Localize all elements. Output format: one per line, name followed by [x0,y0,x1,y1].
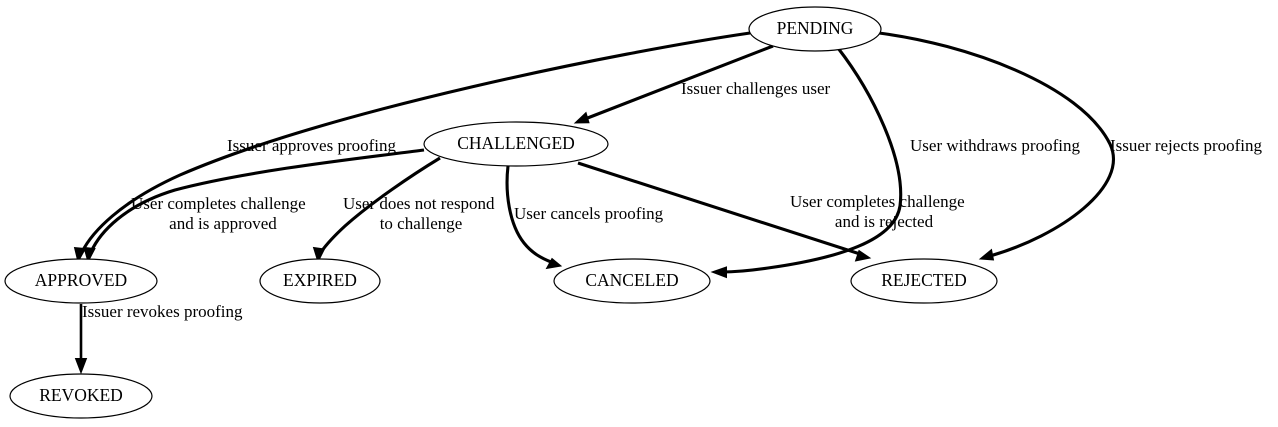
edge-path-pending-rejected [878,31,1115,258]
node-ellipse-expired[interactable] [259,258,381,304]
edge-label-approved-revoked: Issuer revokes proofing [82,302,243,321]
edge-pending-approved [73,31,751,264]
arrowhead-challenged-expired [312,246,326,264]
node-ellipse-approved[interactable] [4,258,158,304]
node-challenged[interactable]: CHALLENGED [423,121,609,167]
node-canceled[interactable]: CANCELED [553,258,711,304]
node-ellipse-rejected[interactable] [850,258,998,304]
edge-label-challenged-approved-line1: User completes challenge [131,194,306,213]
edge-label-challenged-approved-line2: and is approved [169,214,277,233]
node-pending[interactable]: PENDING [748,6,882,52]
edge-challenged-expired [312,156,441,264]
node-revoked[interactable]: REVOKED [9,373,153,419]
edge-label-challenged-rejected-line1: User completes challenge [790,192,965,211]
node-label-rejected: REJECTED [881,270,967,290]
edge-label-challenged-rejected: User completes challenge and is rejected [790,192,965,231]
node-approved[interactable]: APPROVED [4,258,158,304]
edge-pending-canceled [710,47,903,279]
edge-approved-revoked [74,304,88,375]
edge-label-challenged-expired-line1: User does not respond [343,194,495,213]
edge-label-pending-challenged: Issuer challenges user [681,79,831,98]
edge-path-challenged-approved [89,148,425,253]
edge-path-challenged-expired [319,156,441,253]
edge-label-challenged-canceled: User cancels proofing [514,204,664,223]
edge-path-pending-challenged [584,44,774,121]
node-ellipse-revoked[interactable] [9,373,153,419]
edge-challenged-canceled [505,165,563,270]
edge-pending-challenged [573,44,774,124]
edge-label-pending-approved: Issuer approves proofing [227,136,397,155]
edge-pending-rejected [878,31,1115,261]
edge-challenged-rejected [577,161,872,262]
node-label-pending: PENDING [777,18,854,38]
node-ellipse-canceled[interactable] [553,258,711,304]
arrowhead-pending-canceled [710,266,727,279]
node-rejected[interactable]: REJECTED [850,258,998,304]
arrowhead-approved-revoked [74,358,88,375]
edge-label-pending-rejected: Issuer rejects proofing [1110,136,1263,155]
edge-label-challenged-expired-line2: to challenge [380,214,463,233]
node-ellipse-challenged[interactable] [423,121,609,167]
node-expired[interactable]: EXPIRED [259,258,381,304]
edge-challenged-approved [83,148,425,264]
edge-path-challenged-rejected [577,161,861,256]
node-label-revoked: REVOKED [39,385,123,405]
edge-label-challenged-expired: User does not respond to challenge [343,194,495,233]
arrowhead-pending-challenged [573,111,590,124]
edge-path-pending-approved [80,31,751,253]
edge-path-pending-canceled [721,47,903,274]
arrowhead-challenged-rejected [854,249,872,262]
edge-label-pending-canceled: User withdraws proofing [910,136,1080,155]
node-ellipse-pending[interactable] [748,6,882,52]
arrowhead-challenged-canceled [545,257,563,270]
arrowhead-challenged-approved [83,246,96,264]
node-label-expired: EXPIRED [283,270,357,290]
edge-label-challenged-approved: User completes challenge and is approved [131,194,306,233]
arrowhead-pending-approved [73,246,87,264]
arrowhead-pending-rejected [978,248,995,261]
node-label-canceled: CANCELED [585,270,678,290]
node-label-challenged: CHALLENGED [457,133,575,153]
node-label-approved: APPROVED [35,270,127,290]
edge-path-challenged-canceled [505,165,552,264]
edge-label-challenged-rejected-line2: and is rejected [835,212,934,231]
